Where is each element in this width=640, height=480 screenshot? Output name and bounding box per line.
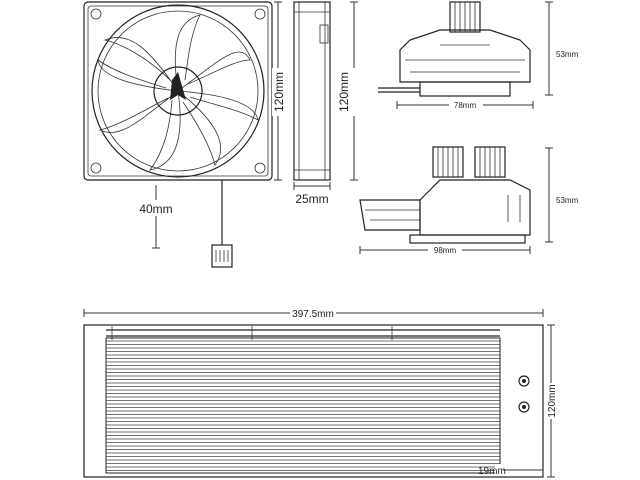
pump-side-view: [359, 146, 531, 244]
fan-side-view: [293, 1, 331, 181]
radiator-thickness-label: 19mm: [478, 466, 506, 477]
pump-side-width-label: 98mm: [434, 246, 457, 255]
cable-length-label: 40mm: [139, 202, 172, 216]
pump-top-width-label: 78mm: [454, 101, 477, 110]
fan-side-height-label: 120mm: [337, 72, 351, 112]
pump-side-height-label: 53mm: [556, 196, 579, 205]
pump-top-view: [378, 1, 531, 97]
radiator-view: [83, 324, 544, 478]
fan-thickness-label: 25mm: [295, 192, 328, 206]
radiator-length-label: 397.5mm: [292, 309, 334, 320]
fan-height-label: 120mm: [272, 72, 286, 112]
pump-top-height-label: 53mm: [556, 50, 579, 59]
radiator-height-label: 120mm: [547, 384, 558, 417]
fan-front-view: [83, 1, 273, 268]
brand-logo-icon: [170, 72, 186, 100]
